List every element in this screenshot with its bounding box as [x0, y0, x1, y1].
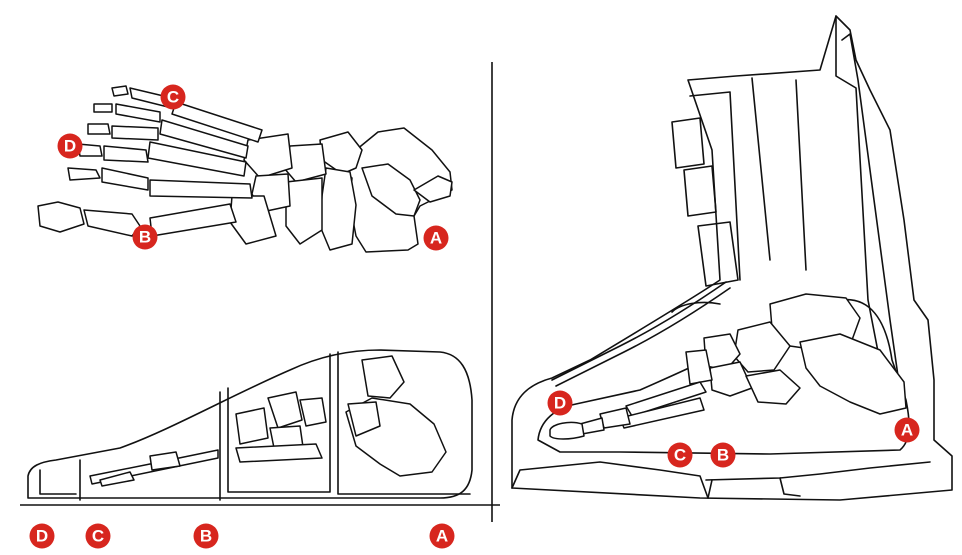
metatarsal-5 — [150, 204, 236, 236]
phalanx-3b — [112, 126, 158, 140]
cuboid-bone — [320, 168, 356, 250]
phalanx-2a — [94, 104, 112, 112]
svg-text:A: A — [901, 421, 913, 440]
boot-phalanx-prox — [600, 408, 630, 428]
boot-sole-line — [706, 462, 930, 480]
svg-text:B: B — [200, 527, 212, 546]
svg-text:B: B — [139, 228, 151, 247]
svg-text:C: C — [674, 446, 686, 465]
metatarsal-4 — [150, 180, 252, 198]
svg-text:D: D — [36, 527, 48, 546]
marker-boot-b: B — [711, 443, 736, 468]
marker-boot-c: C — [668, 443, 693, 468]
marker-axis-d: D — [30, 524, 55, 549]
phalanx-1a — [112, 86, 128, 96]
marker-axis-a: A — [430, 524, 455, 549]
marker-top-a: A — [424, 226, 449, 251]
phalanx-big-proximal — [84, 210, 140, 236]
toe-box — [40, 470, 76, 494]
ski-boot — [512, 16, 952, 500]
marker-boot-a: A — [895, 418, 920, 443]
svg-text:C: C — [92, 527, 104, 546]
svg-text:C: C — [167, 88, 179, 107]
side-cuneiform-2 — [300, 398, 326, 426]
marker-axis-b: B — [194, 524, 219, 549]
phalanx-4b — [104, 146, 148, 162]
boot-phalanx-distal — [550, 422, 584, 439]
svg-text:D: D — [554, 394, 566, 413]
boot-tongue-line-2 — [796, 80, 806, 270]
side-metatarsal-head — [236, 444, 322, 462]
phalanx-2b — [116, 104, 160, 122]
phalanx-5b — [102, 168, 148, 190]
foot-skeleton-top-view — [38, 86, 452, 252]
svg-text:D: D — [64, 137, 76, 156]
side-talus — [362, 356, 404, 398]
boot-cuboid — [746, 370, 800, 404]
svg-text:A: A — [436, 527, 448, 546]
marker-boot-d: D — [548, 391, 573, 416]
phalanx-5a — [68, 168, 100, 180]
side-cuneiform — [268, 392, 302, 428]
boot-sole-step — [708, 480, 712, 498]
phalanx-3a — [88, 124, 110, 134]
svg-text:A: A — [430, 229, 442, 248]
side-sesamoid — [150, 452, 180, 470]
svg-text:B: B — [717, 446, 729, 465]
boot-tongue-line-1 — [752, 78, 770, 260]
marker-top-c: C — [161, 85, 186, 110]
buckle-1 — [672, 118, 704, 168]
marker-top-b: B — [133, 225, 158, 250]
cuneiform-intermediate — [244, 134, 292, 178]
marker-axis-c: C — [86, 524, 111, 549]
foot-side-view — [28, 350, 472, 500]
boot-heel-step — [780, 478, 800, 496]
phalanx-big-distal — [38, 202, 84, 232]
side-cuboid — [236, 408, 268, 444]
buckle-2 — [684, 166, 716, 216]
cuneiform-lateral — [286, 178, 322, 244]
marker-top-d: D — [58, 134, 83, 159]
